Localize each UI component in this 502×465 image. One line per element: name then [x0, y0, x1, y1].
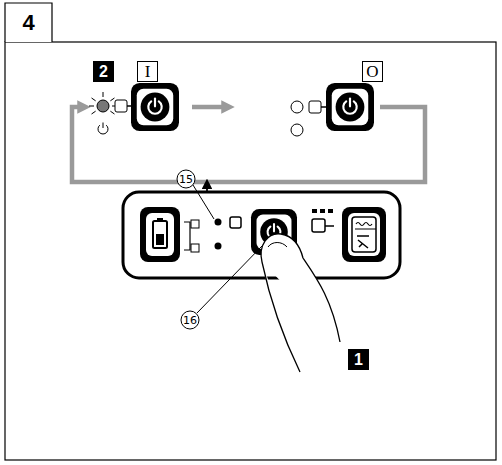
- blink-ray: [110, 111, 114, 114]
- off-led: [291, 101, 303, 113]
- indicator-link: [325, 225, 334, 227]
- fingernail: [268, 243, 287, 248]
- callout-number: 16: [183, 314, 197, 327]
- blink-ray: [92, 111, 96, 114]
- standby-symbol: [103, 123, 104, 129]
- node-text: 2: [99, 64, 108, 80]
- control-panel: [123, 192, 400, 278]
- battery-button-face: [146, 213, 174, 256]
- off-led: [291, 124, 303, 136]
- mode-button-face: [348, 213, 380, 256]
- tool-icon: [357, 236, 369, 248]
- mode-indicator: [312, 219, 325, 232]
- node-text: 1: [354, 352, 363, 368]
- state-symbol: O: [362, 61, 383, 82]
- power-symbol: [273, 224, 275, 231]
- button-disc: [141, 93, 170, 122]
- indicator-link: [321, 106, 326, 108]
- figure-tab: [5, 3, 52, 42]
- button-disc: [336, 93, 365, 122]
- indicator-link: [127, 105, 131, 107]
- heater-icon: [355, 223, 376, 230]
- leader-line: [193, 185, 214, 219]
- leader-line: [197, 246, 262, 313]
- blink-ray: [103, 92, 104, 97]
- state-symbol: I: [137, 61, 158, 82]
- lit-led: [97, 100, 109, 112]
- button-body: [326, 83, 374, 131]
- battery-button: [140, 207, 180, 262]
- power-symbol: [349, 99, 351, 107]
- node-text: 4: [22, 12, 34, 34]
- blink-ray: [110, 98, 114, 101]
- power-button: [131, 83, 179, 131]
- callout-circle: [177, 170, 195, 188]
- pressing-finger: [261, 234, 340, 372]
- step-number: 2: [93, 61, 114, 82]
- indicator-square: [309, 101, 321, 113]
- indicator-square: [230, 217, 241, 228]
- battery-icon: [157, 218, 163, 221]
- blink-ray: [92, 98, 96, 101]
- callout-circle: [181, 311, 199, 329]
- battery-icon: [156, 234, 164, 245]
- state-arrow: [192, 105, 228, 110]
- callout-number: 15: [179, 173, 193, 186]
- mode-led: [320, 209, 325, 213]
- power-led: [215, 219, 222, 226]
- figure-frame: [5, 42, 496, 460]
- power-symbol: [154, 99, 156, 107]
- mode-button: [342, 207, 386, 262]
- node-text: I: [145, 63, 151, 80]
- level-led: [191, 244, 199, 252]
- power-led: [215, 243, 222, 250]
- indicator-square: [115, 100, 127, 112]
- level-bracket: [184, 222, 190, 250]
- step-number: 1: [348, 349, 369, 370]
- mode-icon: [352, 217, 376, 252]
- button-face: [137, 89, 173, 125]
- button-face: [332, 89, 368, 125]
- level-led: [191, 220, 199, 228]
- mode-led: [312, 209, 317, 213]
- button-body: [131, 83, 179, 131]
- power-button: [326, 83, 374, 131]
- mode-led: [328, 209, 333, 213]
- blink-ray: [89, 106, 94, 107]
- figure-number: 4: [6, 4, 51, 41]
- node-text: O: [366, 63, 378, 80]
- battery-icon: [153, 221, 167, 248]
